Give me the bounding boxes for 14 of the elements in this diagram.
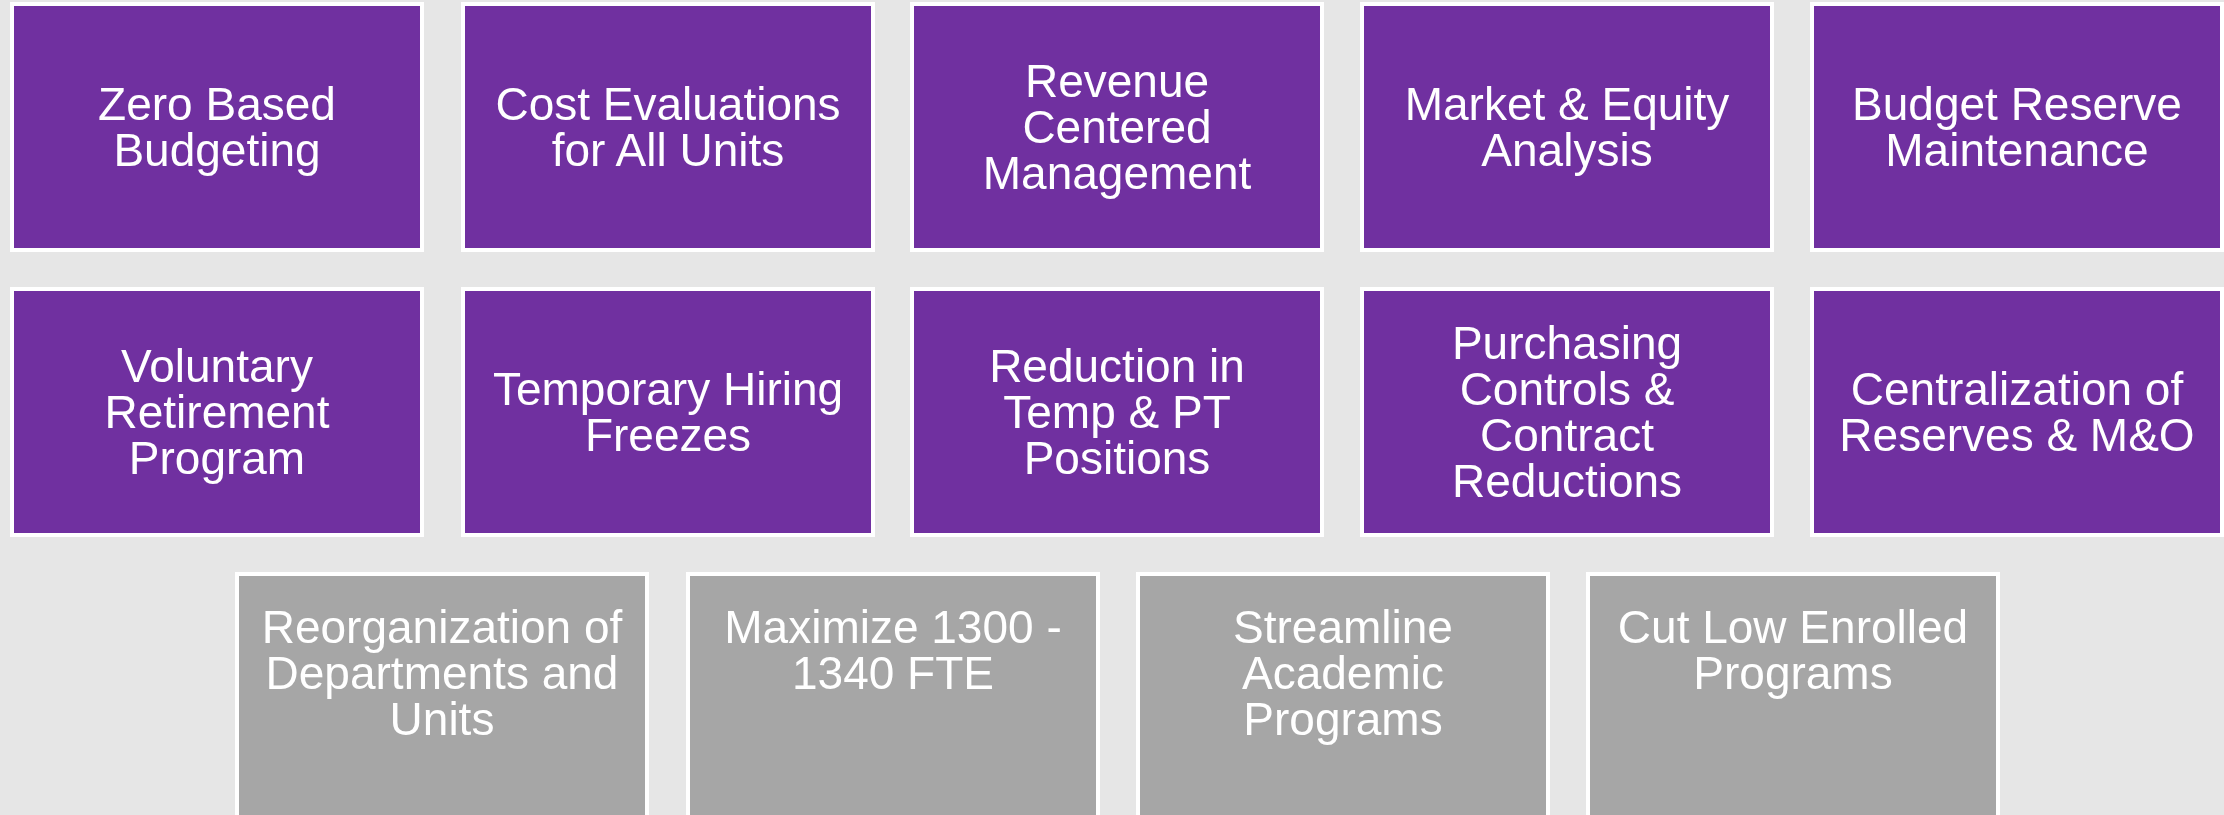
strategy-box: Reduction in Temp & PT Positions bbox=[910, 287, 1324, 537]
strategy-box: Cut Low Enrolled Programs bbox=[1586, 572, 2000, 815]
strategy-box: Budget Reserve Maintenance bbox=[1810, 2, 2224, 252]
strategy-box: Market & Equity Analysis bbox=[1360, 2, 1774, 252]
strategy-box: Cost Evaluations for All Units bbox=[461, 2, 875, 252]
strategy-box: Voluntary Retirement Program bbox=[10, 287, 424, 537]
strategy-box: Revenue Centered Management bbox=[910, 2, 1324, 252]
strategy-box: Purchasing Controls & Contract Reductions bbox=[1360, 287, 1774, 537]
strategy-box: Maximize 1300 - 1340 FTE bbox=[686, 572, 1100, 815]
strategy-box: Centralization of Reserves & M&O bbox=[1810, 287, 2224, 537]
strategy-box: Reorganization of Departments and Units bbox=[235, 572, 649, 815]
strategy-box: Zero Based Budgeting bbox=[10, 2, 424, 252]
strategy-box: Temporary Hiring Freezes bbox=[461, 287, 875, 537]
strategy-box: Streamline Academic Programs bbox=[1136, 572, 1550, 815]
